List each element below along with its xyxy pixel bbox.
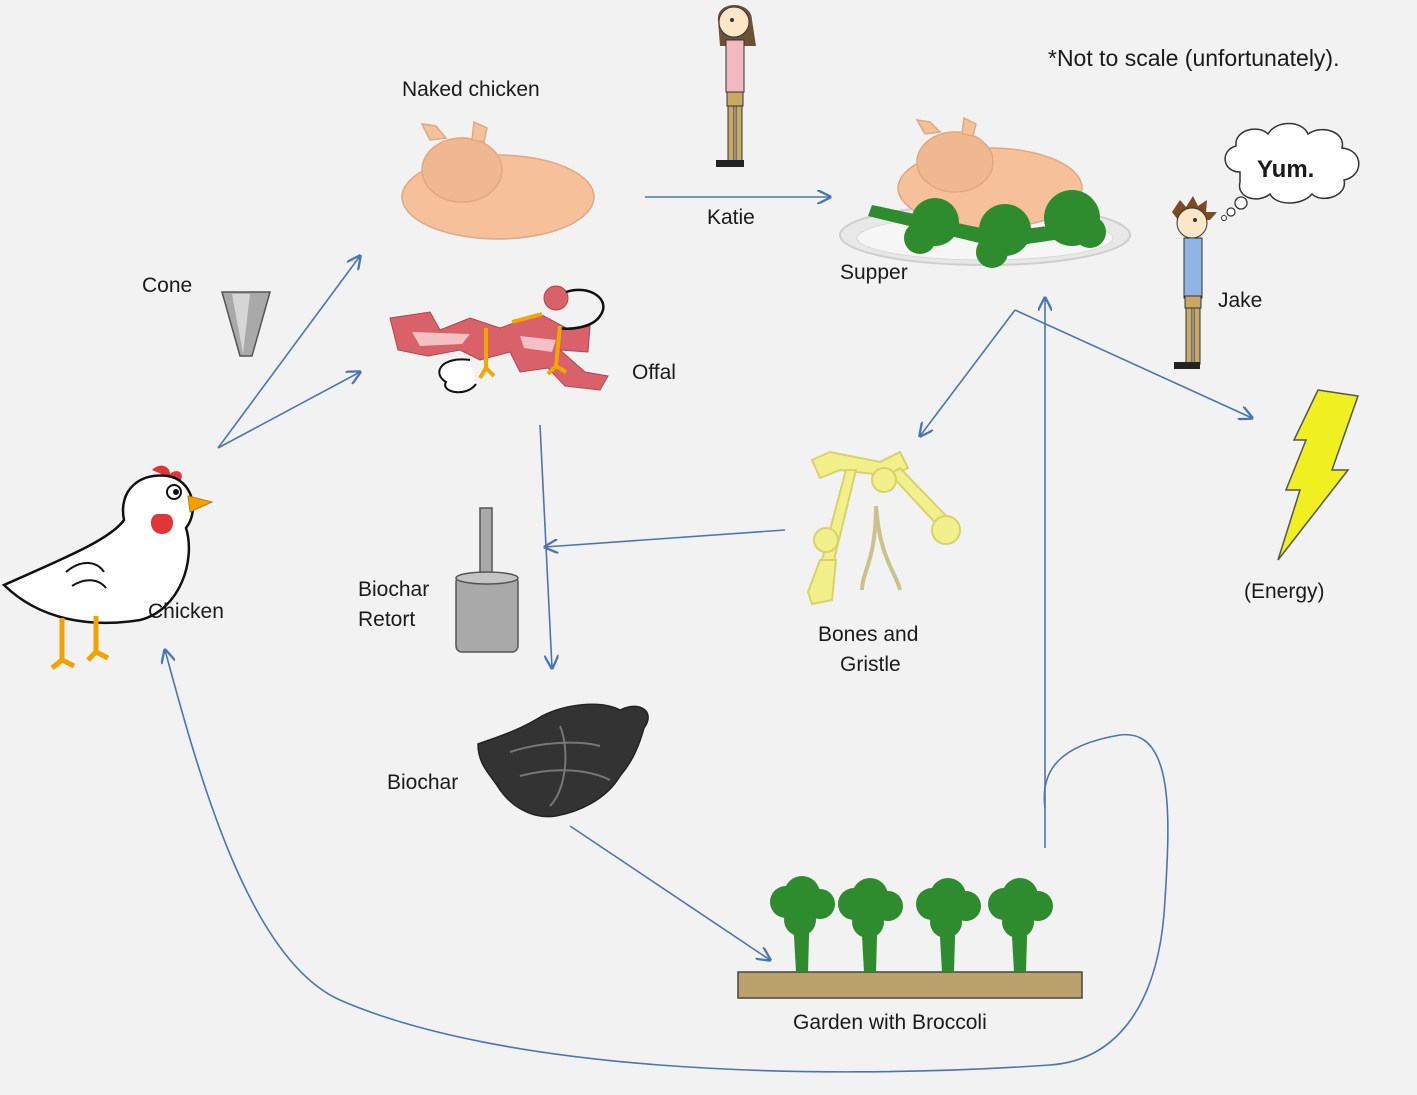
- lightning-bolt-icon: [1277, 389, 1360, 561]
- katie-label: Katie: [707, 206, 755, 229]
- offal-label: Offal: [632, 361, 676, 384]
- naked-chicken-label: Naked chicken: [402, 78, 540, 101]
- thought-bubble-icon: [1221, 122, 1360, 221]
- cone-icon: [221, 291, 271, 357]
- broccoli-2-icon: [838, 878, 903, 972]
- supper-icon: [839, 116, 1131, 268]
- supper-label: Supper: [840, 261, 908, 284]
- biochar-retort-label-line2: Retort: [358, 608, 415, 631]
- garden-broccoli-icon: [737, 876, 1083, 999]
- note-text: *Not to scale (unfortunately).: [1048, 45, 1339, 71]
- arrow-supper-to-energy: [1014, 309, 1252, 418]
- yum-text: Yum.: [1257, 156, 1314, 183]
- biochar-label: Biochar: [387, 771, 458, 794]
- garden-label: Garden with Broccoli: [793, 1011, 987, 1034]
- katie-figure-icon: [716, 5, 756, 167]
- bones-label-line2: Gristle: [840, 653, 901, 676]
- arrow-biochar-to-garden: [569, 825, 770, 960]
- broccoli-4-icon: [988, 878, 1053, 972]
- jake-figure-icon: [1172, 196, 1217, 369]
- bones-label-line1: Bones and: [818, 623, 918, 646]
- offal-icon: [389, 285, 609, 394]
- bones-and-gristle-icon: [806, 450, 961, 606]
- biochar-retort-label-line1: Biochar: [358, 578, 429, 601]
- jake-label: Jake: [1218, 289, 1262, 312]
- cone-label: Cone: [142, 274, 192, 297]
- chicken-label: Chicken: [148, 600, 224, 623]
- chicken-icon: [1, 465, 214, 670]
- biochar-retort-icon: [455, 507, 519, 653]
- broccoli-3-icon: [916, 878, 981, 972]
- arrow-supper-to-bones: [920, 309, 1016, 436]
- arrow-chicken-to-offal: [217, 372, 360, 449]
- naked-chicken-icon: [401, 120, 595, 240]
- energy-label: (Energy): [1244, 580, 1325, 603]
- arrow-chicken-to-naked-chicken: [217, 256, 360, 449]
- arrow-bones-to-retort: [545, 529, 786, 547]
- broccoli-1-icon: [770, 876, 835, 972]
- biochar-icon: [477, 703, 649, 818]
- arrow-garden-loop-to-chicken: [165, 650, 1169, 1073]
